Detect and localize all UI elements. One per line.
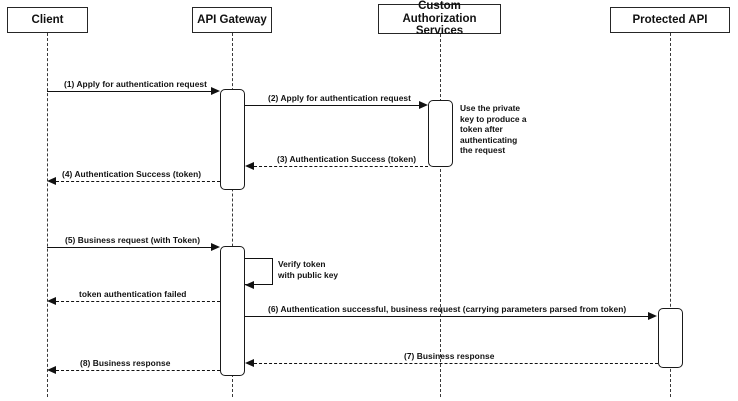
self-message-arrowhead-verify [245,280,254,289]
note-line-4: authenticating [460,134,518,145]
message-line-m6 [245,316,649,317]
activation-bar-gateway-business [220,246,245,376]
lifeline-label-client: Client [31,13,64,26]
lifeline-line-protected [670,33,671,397]
note-line-1: Use the private [460,103,521,113]
self-message-label-verify: Verify token with public key [278,259,338,281]
message-label-m8: (8) Business response [80,358,171,368]
message-line-m1 [47,91,212,92]
message-arrowhead-m8 [47,365,56,374]
message-arrowhead-token-auth-failed [47,296,56,305]
message-label-m3: (3) Authentication Success (token) [277,154,417,164]
message-line-m7 [254,363,658,364]
lifeline-head-authsvc[interactable]: Custom Authorization Services [378,0,501,37]
lifeline-head-gateway[interactable]: API Gateway [192,7,272,33]
activation-bar-protected [658,308,683,368]
self-message-loop-verify [245,258,273,285]
message-arrowhead-m5 [211,242,220,251]
message-arrowhead-m1 [211,86,220,95]
message-label-token-auth-failed: token authentication failed [79,289,187,299]
note-line-3: token after [460,124,503,135]
message-arrowhead-m6 [648,311,657,320]
message-arrowhead-m2 [419,100,428,109]
lifeline-label-protected: Protected API [632,13,708,26]
lifeline-line-client [47,33,48,397]
message-label-m1: (1) Apply for authentication request [64,79,207,89]
message-line-m3 [254,166,428,167]
self-message-label-line-1: Verify token [278,259,326,269]
lifeline-label-gateway: API Gateway [197,13,267,26]
message-line-m4 [56,181,220,182]
note-line-2: key to produce a [460,113,527,124]
message-label-m4: (4) Authentication Success (token) [62,169,202,179]
message-label-m6: (6) Authentication successful, business … [268,304,627,314]
activation-bar-gateway-auth [220,89,245,190]
lifeline-line-authsvc [440,34,441,397]
message-arrowhead-m7 [245,358,254,367]
lifeline-label-authsvc: Custom Authorization Services [402,0,477,38]
message-label-m7: (7) Business response [404,351,495,361]
lifeline-head-client[interactable]: Client [7,7,88,33]
activation-bar-authsvc [428,100,453,167]
note-line-5: the request [460,145,506,156]
message-line-m5 [47,247,212,248]
self-message-label-line-2: with public key [278,270,339,280]
lifeline-line-gateway [232,33,233,397]
message-label-m5: (5) Business request (with Token) [65,235,201,245]
message-label-m2: (2) Apply for authentication request [268,93,411,103]
message-line-m8 [56,370,220,371]
message-line-m2 [245,105,420,106]
note-private-key: Use the private key to produce a token a… [460,103,530,156]
message-arrowhead-m4 [47,176,56,185]
message-line-token-auth-failed [56,301,220,302]
lifeline-head-protected[interactable]: Protected API [610,7,730,33]
message-arrowhead-m3 [245,161,254,170]
